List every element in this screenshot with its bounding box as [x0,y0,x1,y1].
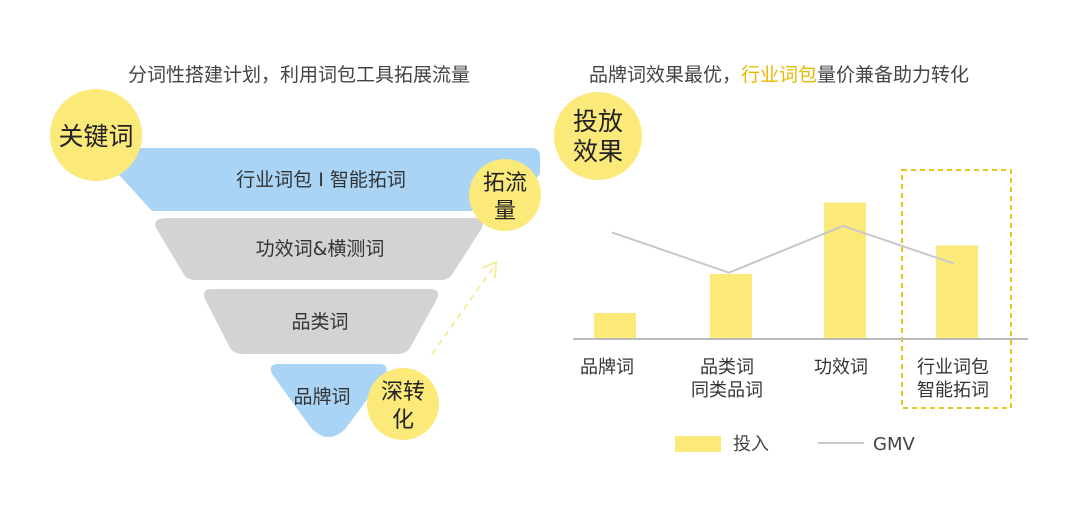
funnel-label-efficacy: 功效词&横测词 [256,238,385,260]
badge-keywords-label: 关键词 [58,122,133,151]
right-title-highlight: 行业词包 [741,64,818,86]
badge-deep-line2: 化 [392,408,414,433]
badge-effect-line1: 投放 [573,107,623,136]
funnel-label-brand: 品牌词 [293,386,350,408]
highlight-box [901,169,1012,409]
bar-3 [824,202,866,339]
bar-2 [710,274,752,339]
funnel-level-efficacy [155,218,483,280]
x-label-2-line-1: 品类词 [700,357,754,378]
funnel-level-brand [270,364,387,437]
x-label-2-line-2: 同类品词 [691,380,763,401]
funnel-level-category [203,289,439,354]
legend-line-label: GMV [873,434,915,455]
legend-bar-label: 投入 [733,434,769,455]
funnel-label-industry: 行业词包 I 智能拓词 [236,169,406,191]
badge-effect: 投放 效果 [554,92,642,180]
funnel-level-industry [100,148,540,211]
left-title: 分词性搭建计划，利用词包工具拓展流量 [128,64,471,86]
right-title-part2: 量价兼备助力转化 [817,64,970,86]
funnel: 行业词包 I 智能拓词 功效词&横测词 品类词 品牌词 [100,148,540,437]
legend-bar-swatch [675,436,721,452]
badge-effect-line2: 效果 [573,137,623,166]
x-label-3-line-1: 功效词 [814,357,868,378]
x-label-4-line-2: 智能拓词 [917,380,989,401]
legend: 投入 GMV [675,434,915,455]
funnel-label-category: 品类词 [291,311,348,333]
badge-expand-line2: 量 [494,199,516,224]
right-title-part1: 品牌词效果最优， [589,64,742,86]
badge-deep-line1: 深转 [381,380,425,405]
dashed-arrow [431,260,498,355]
gmv-line [611,224,955,274]
bar-1 [594,313,636,339]
badge-expand-traffic: 拓流 量 [469,159,541,231]
badge-keywords: 关键词 [50,89,142,181]
badge-deep-conversion: 深转 化 [367,368,439,440]
right-title: 品牌词效果最优，行业词包量价兼备助力转化 [589,60,969,87]
badge-expand-line1: 拓流 [483,171,527,196]
bar-4 [936,245,978,339]
x-label-4-line-1: 行业词包 [917,357,989,378]
x-label-1-line-1: 品牌词 [580,357,634,378]
